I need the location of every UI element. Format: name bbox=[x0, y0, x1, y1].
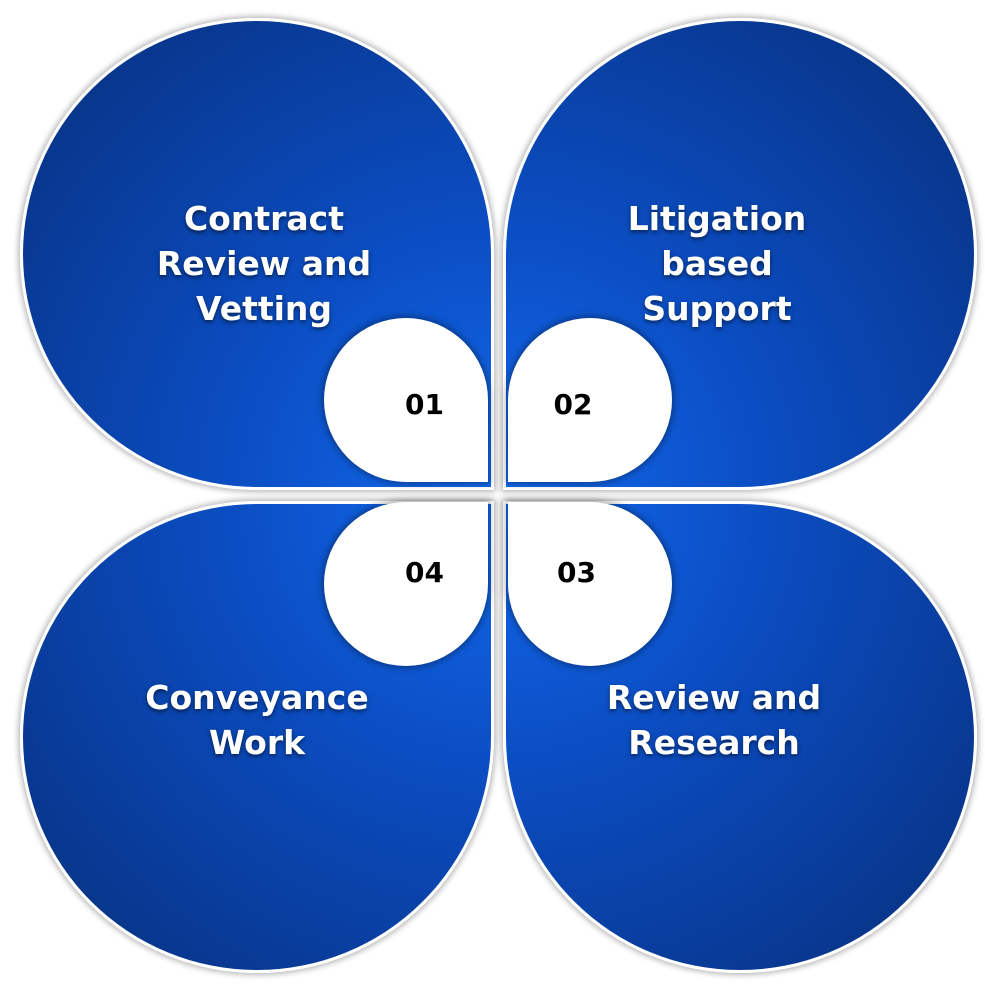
number-badge-text: 04 bbox=[405, 555, 444, 589]
petal-label-litigation-support: Litigation based Support bbox=[567, 196, 867, 331]
petal-label-conveyance-work: Conveyance Work bbox=[107, 675, 407, 765]
number-badge-03: 03 bbox=[508, 502, 672, 666]
number-badge-text: 01 bbox=[405, 387, 444, 421]
petal-label-review-research: Review and Research bbox=[564, 675, 864, 765]
label-line: Vetting bbox=[195, 289, 333, 328]
number-badge-02: 02 bbox=[508, 318, 672, 482]
label-line: Litigation bbox=[627, 199, 807, 238]
label-line: Conveyance bbox=[145, 678, 369, 717]
number-badge-text: 02 bbox=[553, 387, 593, 421]
label-line: Contract bbox=[183, 199, 345, 238]
label-line: based bbox=[661, 244, 773, 283]
number-badge-04: 04 bbox=[324, 502, 488, 666]
petal-label-contract-review: Contract Review and Vetting bbox=[114, 196, 414, 331]
label-line: Work bbox=[208, 723, 306, 762]
label-line: Support bbox=[642, 289, 792, 328]
number-badge-text: 03 bbox=[557, 555, 596, 589]
label-line: Review and bbox=[156, 244, 372, 283]
label-line: Research bbox=[628, 723, 800, 762]
number-badge-01: 01 bbox=[324, 318, 488, 482]
label-line: Review and bbox=[606, 678, 822, 717]
